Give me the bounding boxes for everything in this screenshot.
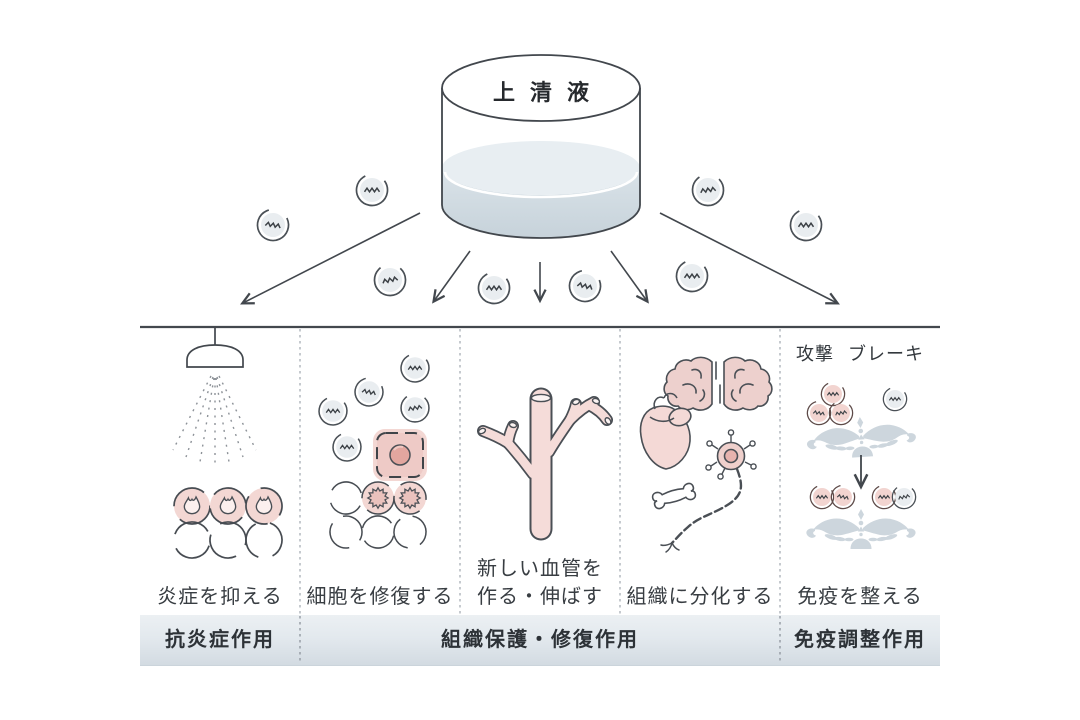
scale-ornament [806,509,915,549]
shower-spray [172,375,257,464]
blood-vessel-tree-icon [477,387,613,541]
molecule-icon [682,164,734,216]
molecule-icon [557,258,613,314]
molecule-icon [312,390,354,432]
heart-icon [639,392,692,470]
inflamed-cells-icon [168,479,288,565]
molecule-icon [805,480,839,514]
molecule-icon [247,199,299,251]
molecule-icon [345,368,393,416]
brain-icon [663,356,773,411]
attack-label: 攻撃 [796,344,834,364]
neuron-icon [660,429,757,553]
repaired-cells-icon [323,474,434,553]
molecule-icon [349,167,395,213]
arrow [610,250,649,304]
molecule-icon [783,202,829,248]
dish-outline [441,88,641,239]
attack-brake-labels: 攻撃 ブレーキ [780,340,940,366]
immune-balance-icon [799,377,924,549]
distribution-arrows [240,212,840,305]
molecule-icon [878,382,912,416]
supernatant-dish-icon [441,54,641,239]
caption-differentiation: 組織に分化する [626,586,774,608]
molecule-icon [394,347,436,389]
molecule-icon [471,265,517,311]
band-label-tissue-repair: 組織保護・修復作用 [441,629,639,651]
shower-icon [172,328,257,464]
footer-band [140,615,940,666]
caption-vessel-line2: 作る・伸ばす [477,586,603,608]
arrow [240,212,421,305]
band-separators [299,616,781,664]
band-label-immune-regulation: 免疫調整作用 [794,629,926,651]
molecule-icon [669,253,715,299]
brake-label: ブレーキ [848,344,924,364]
liquid-surface [442,141,640,195]
arrow [659,212,840,305]
caption-cell-repair: 細胞を修復する [306,586,454,608]
caption-anti-inflammation: 炎症を抑える [157,586,283,608]
band-label-anti-inflammatory: 抗炎症作用 [165,629,275,651]
supernatant-label: 上清液 [492,80,604,105]
bone-icon [651,482,697,510]
molecule-icon [363,253,417,307]
caption-vessel-line1: 新しい血管を [477,558,603,580]
arrow [432,250,471,304]
repair-patch-icon [373,429,427,481]
molecule-icon [391,384,439,432]
caption-immune: 免疫を整える [797,586,923,608]
axon [670,467,743,545]
liquid-highlight [443,171,639,199]
molecule-icon [326,426,368,468]
dish-liquid [442,168,640,238]
dish-top [441,54,641,122]
